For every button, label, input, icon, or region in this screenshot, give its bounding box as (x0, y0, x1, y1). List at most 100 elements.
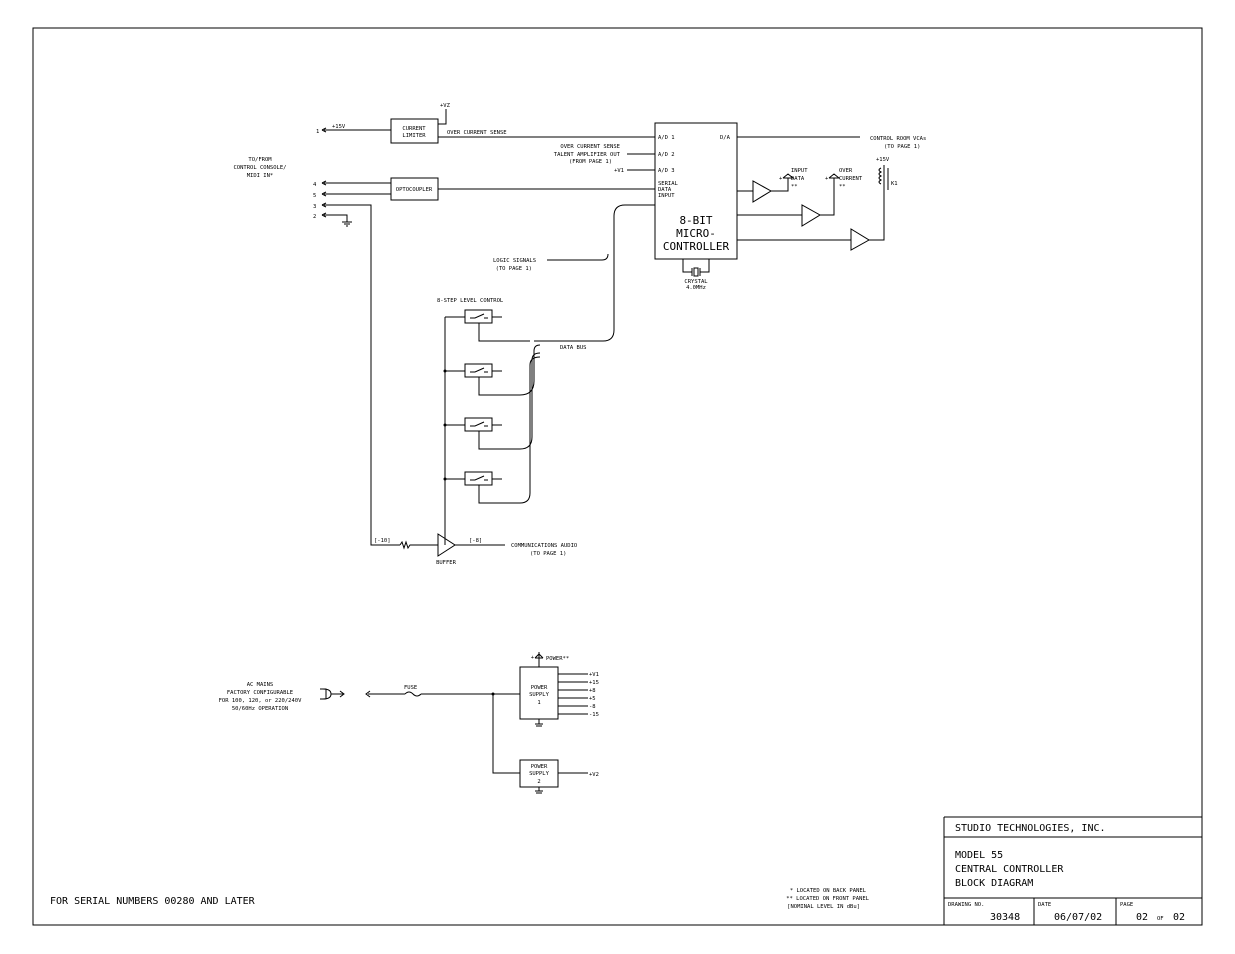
data-bus-line (534, 204, 655, 342)
ps1-text-3: 1 (537, 700, 540, 706)
crystal-text-1: CRYSTAL (684, 279, 708, 285)
buffer-amplifier (437, 533, 505, 557)
ad1-label: A/D 1 (658, 135, 675, 141)
header-line-2: CONTROL CONSOLE/ (234, 165, 287, 171)
pin-1-voltage: +15V (332, 124, 346, 130)
pin-4-5-connectors (321, 180, 391, 197)
page-number: 02 (1136, 912, 1148, 923)
led-symbols (782, 173, 841, 179)
input-data-label-2: DATA (791, 176, 805, 182)
ground-symbol (321, 212, 352, 227)
da-label: D/A (720, 135, 731, 141)
title-line-3: BLOCK DIAGRAM (955, 878, 1033, 889)
step-switch-3 (445, 352, 541, 450)
control-room-label-2: (TO PAGE 1) (884, 144, 920, 150)
relay-driver (737, 185, 885, 251)
date-value: 06/07/02 (1054, 912, 1102, 923)
ps1-text-1: POWER (531, 685, 548, 691)
logic-signals-label-1: LOGIC SIGNALS (493, 258, 536, 264)
step-switch-2 (445, 344, 541, 396)
current-limiter-block (390, 118, 439, 144)
ac-mains-label-3: FOR 100, 120, or 220/240V (219, 698, 302, 704)
ps1-out-5: -8 (589, 704, 596, 710)
ad2-label: A/D 2 (658, 152, 675, 158)
ps2-feed-wire (492, 694, 588, 774)
micro-text-2: MICRO- (676, 227, 716, 240)
comm-audio-label-2: (TO PAGE 1) (530, 551, 566, 557)
note-3: [NOMINAL LEVEL IN dBu] (787, 904, 860, 910)
k1-label: K1 (891, 181, 898, 187)
ps2-out: +V2 (589, 772, 599, 778)
input-resistor (399, 540, 438, 550)
power-led-label: POWER** (546, 656, 569, 662)
pin-1-connector (321, 127, 391, 133)
title-block: STUDIO TECHNOLOGIES, INC. MODEL 55 CENTR… (943, 816, 1202, 925)
over-current-driver (737, 178, 835, 227)
v1-input-label: +V1 (614, 168, 624, 174)
current-limiter-text-2: LIMITER (402, 133, 426, 139)
note-2: ** LOCATED ON FRONT PANEL (786, 896, 869, 902)
talent-amp-label-2: (FROM PAGE 1) (569, 159, 612, 165)
micro-text-3: CONTROLLER (663, 240, 730, 253)
junction-dot-3 (443, 477, 447, 481)
current-limiter-text-1: CURRENT (402, 126, 426, 132)
ps1-output-wires (558, 673, 588, 715)
over-current-label-2: CURRENT (839, 176, 863, 182)
ps-junction-dot (491, 692, 495, 696)
step-switch-1 (445, 309, 530, 342)
logic-signals-label-2: (TO PAGE 1) (496, 266, 532, 272)
note-1: * LOCATED ON BACK PANEL (790, 888, 867, 894)
ac-mains-label-1: AC MAINS (247, 682, 274, 688)
date-label: DATE (1038, 902, 1051, 908)
relay-k1-coil (878, 165, 889, 190)
serial-label-3: INPUT (658, 193, 675, 199)
crystal-symbol (682, 259, 710, 277)
ps1-out-3: +8 (589, 688, 596, 694)
ps1-led-ground (534, 652, 544, 727)
serial-number-note: FOR SERIAL NUMBERS 00280 AND LATER (50, 896, 256, 907)
current-limiter-wires (438, 109, 655, 138)
ps2-ground (535, 787, 543, 794)
header-line-3: MIDI IN* (247, 173, 274, 179)
pin-5-label: 5 (313, 193, 316, 199)
ac-mains-label-2: FACTORY CONFIGURABLE (227, 690, 293, 696)
step-switch-4 (445, 356, 541, 504)
k1-voltage: +15V (876, 157, 890, 163)
ps1-out-2: +15 (589, 680, 599, 686)
ps1-out-1: +V1 (589, 672, 599, 678)
buffer-label: BUFFER (436, 560, 457, 566)
serial-label-2: DATA (658, 187, 672, 193)
input-data-label-3: ** (791, 184, 798, 190)
data-bus-label: DATA BUS (560, 345, 587, 351)
page-total: 02 (1173, 912, 1185, 923)
drawing-border (32, 27, 1203, 926)
pin-3-wire (321, 202, 400, 546)
drawing-no-label: DRAWING NO. (948, 902, 984, 908)
ps2-text-1: POWER (531, 764, 548, 770)
pin-3-label: 3 (313, 204, 316, 210)
company-name: STUDIO TECHNOLOGIES, INC. (955, 823, 1106, 834)
over-current-label-3: ** (839, 184, 846, 190)
ps2-text-3: 2 (537, 779, 540, 785)
ps1-out-4: +5 (589, 696, 596, 702)
input-data-driver (737, 178, 789, 203)
led1-plus: + (779, 176, 783, 182)
level-out-label: [-8] (469, 538, 482, 544)
title-line-2: CENTRAL CONTROLLER (955, 864, 1064, 875)
junction-dot-1 (443, 369, 447, 373)
pin-2-label: 2 (313, 214, 316, 220)
pin-4-label: 4 (313, 182, 317, 188)
fuse-label: FUSE (404, 685, 417, 691)
control-room-label-1: CONTROL ROOM VCAs (870, 136, 926, 142)
logic-signals-wire (547, 253, 609, 261)
vz-label: +VZ (440, 103, 451, 109)
ac-plug-fuse-line (320, 688, 520, 700)
comm-audio-label-1: COMMUNICATIONS AUDIO (511, 543, 577, 549)
ps1-out-6: -15 (589, 712, 599, 718)
microcontroller-block (654, 122, 738, 260)
input-data-label-1: INPUT (791, 168, 808, 174)
page-of: OF (1157, 916, 1164, 922)
crystal-text-2: 4.0MHz (686, 285, 706, 291)
ad3-label: A/D 3 (658, 168, 675, 174)
